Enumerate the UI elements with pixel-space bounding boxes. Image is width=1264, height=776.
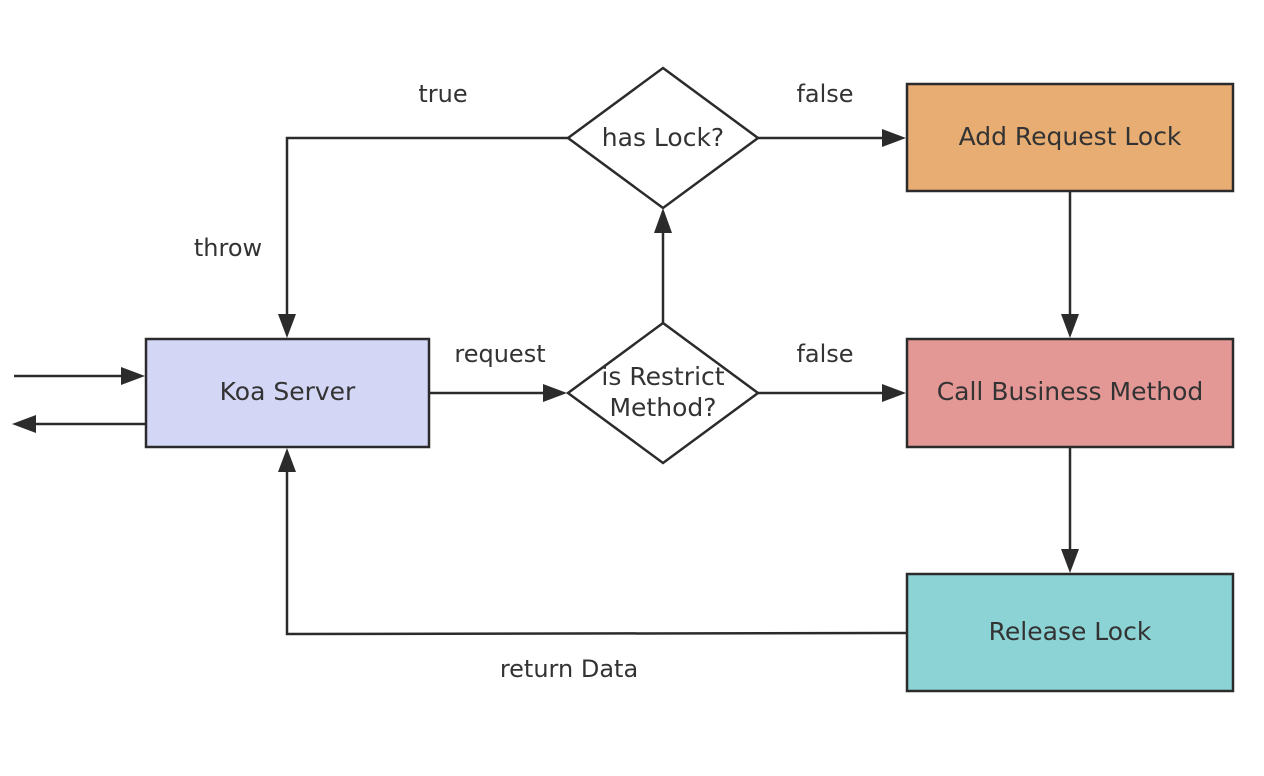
is-restrict-method-label-line1: is Restrict [601,362,724,391]
edge-label-true: true [418,80,467,108]
is-restrict-method-diamond [565,321,761,465]
edge-label-return-data: return Data [500,655,638,683]
arrow-right-icon [543,384,567,402]
arrow-down-icon [278,314,296,338]
node-is-restrict-method: is Restrict Method? [565,321,761,465]
edge-restrict-false [758,384,906,402]
edge-add-lock-to-call [1061,191,1079,338]
arrow-up-icon [278,448,296,472]
koa-server-label: Koa Server [220,377,356,406]
has-lock-label: has Lock? [602,123,724,152]
edge-has-lock-false [758,129,906,147]
arrow-left-icon [12,415,36,433]
arrow-up-icon [654,208,672,233]
koa-server-box [144,337,431,449]
arrow-down-icon [1061,314,1079,338]
edge-has-lock-true [278,136,568,338]
node-has-lock: has Lock? [565,66,761,210]
edge-label-false-top: false [796,80,853,108]
edge-restrict-to-has-lock [654,208,672,323]
release-lock-label: Release Lock [989,617,1152,646]
arrow-down-icon [1061,549,1079,573]
node-koa-server: Koa Server [144,337,431,449]
edge-return-data [278,448,908,636]
call-business-method-label: Call Business Method [937,377,1204,406]
is-restrict-method-label-line2: Method? [609,393,716,422]
node-add-request-lock: Add Request Lock [905,82,1235,193]
node-call-business-method: Call Business Method [905,337,1235,449]
edge-outgoing [12,415,146,433]
edge-call-to-release [1061,447,1079,573]
arrow-right-icon [882,129,906,147]
call-business-method-box [905,337,1235,449]
edge-label-throw: throw [194,234,262,262]
edge-label-false-mid: false [796,340,853,368]
add-request-lock-label: Add Request Lock [959,122,1182,151]
release-lock-box [905,572,1235,693]
node-release-lock: Release Lock [905,572,1235,693]
arrow-right-icon [121,367,145,385]
edge-label-request: request [454,340,545,368]
edge-incoming [14,367,145,385]
edge-request [429,384,567,402]
arrow-right-icon [882,384,906,402]
